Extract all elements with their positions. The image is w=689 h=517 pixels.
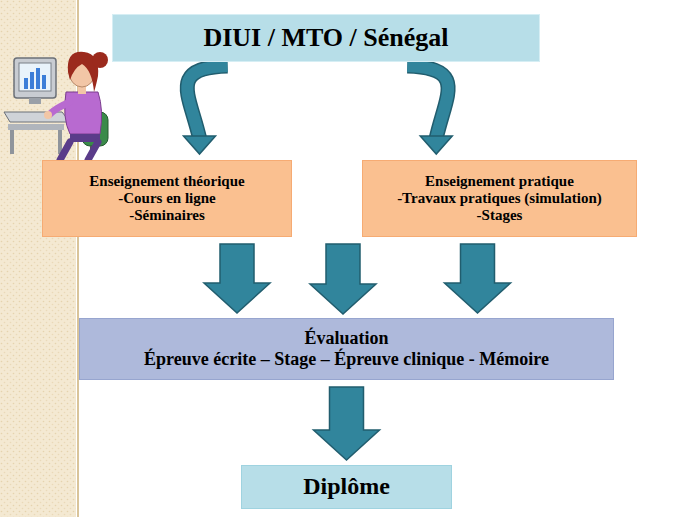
curved-arrow (184, 66, 228, 154)
node-heading: DIUI / MTO / Sénégal (203, 23, 448, 53)
process-box: Enseignement pratique-Travaux pratiques … (362, 160, 637, 237)
evaluation-box: ÉvaluationÉpreuve écrite – Stage – Épreu… (79, 318, 614, 380)
title-box: DIUI / MTO / Sénégal (112, 14, 540, 62)
node-text: -Séminaires (129, 207, 205, 224)
node-heading: Évaluation (304, 328, 388, 349)
process-box: Enseignement théorique-Cours en ligne-Sé… (42, 160, 292, 237)
node-text: -Stages (477, 207, 523, 224)
node-heading: Diplôme (303, 473, 390, 501)
block-arrow (445, 244, 511, 313)
block-arrow (310, 244, 376, 314)
node-text: -Cours en ligne (118, 190, 216, 207)
block-arrow (204, 244, 270, 313)
computer-user-illustration (4, 52, 108, 160)
side-band (0, 0, 76, 517)
node-heading: Enseignement pratique (425, 173, 574, 190)
curved-arrow (407, 66, 452, 154)
diploma-box: Diplôme (241, 465, 452, 509)
node-text: -Travaux pratiques (simulation) (397, 190, 602, 207)
block-arrow (314, 387, 380, 460)
node-heading: Enseignement théorique (89, 173, 244, 190)
node-text: Épreuve écrite – Stage – Épreuve cliniqu… (144, 349, 549, 370)
